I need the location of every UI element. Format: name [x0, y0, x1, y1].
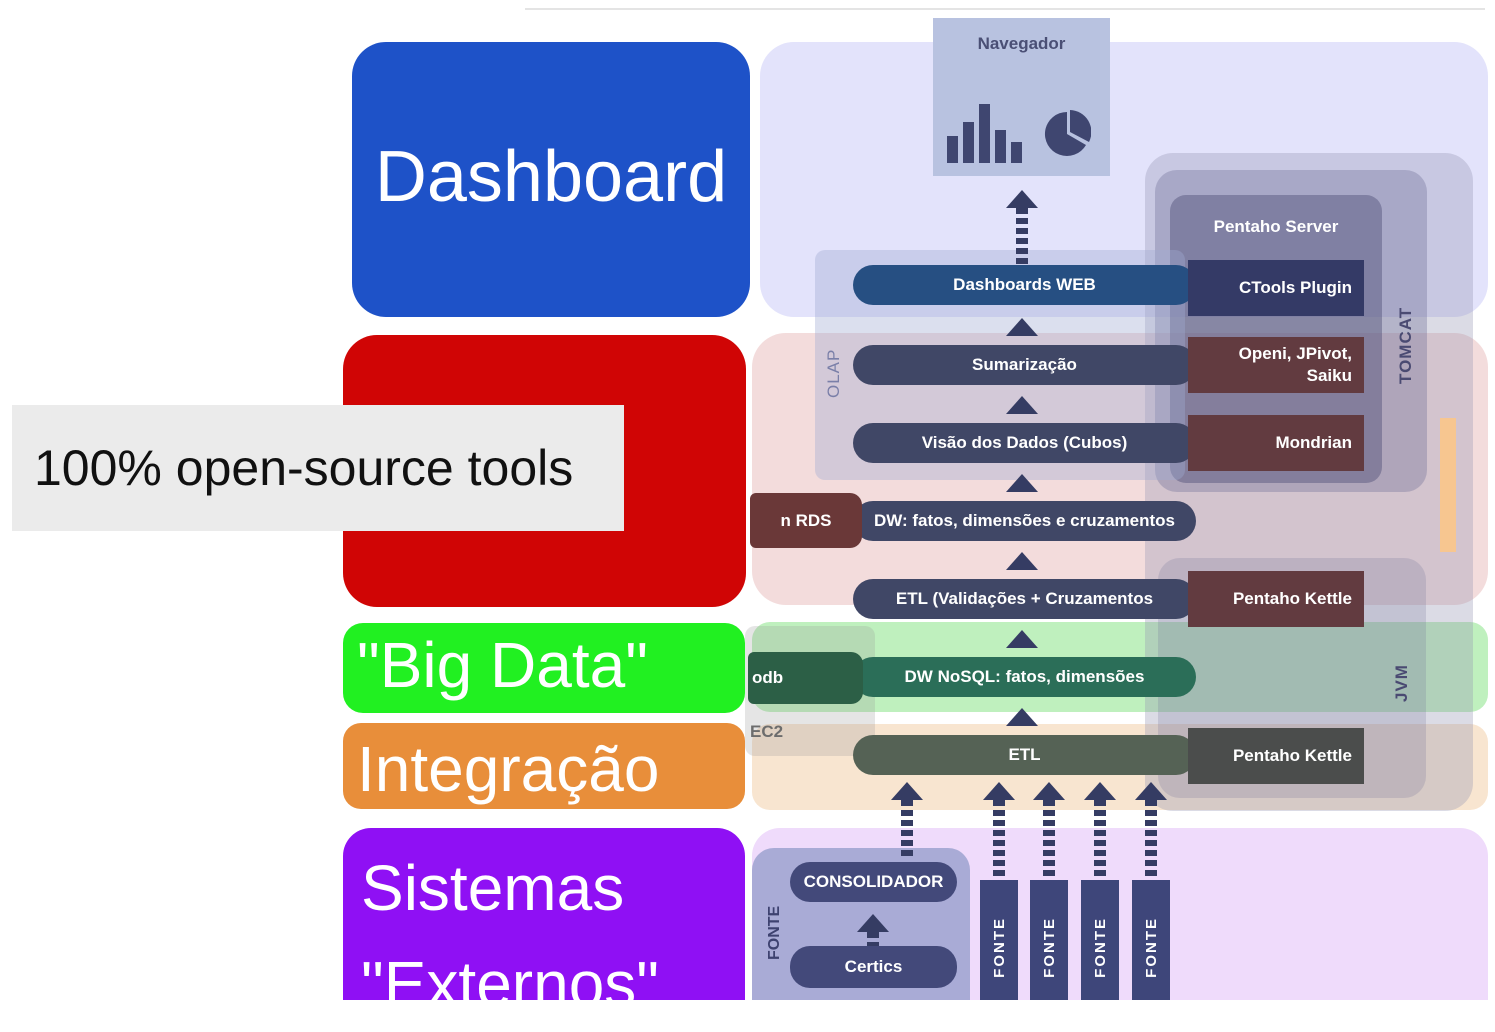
fonte-source-4: FONTE — [1132, 880, 1170, 1000]
pipeline-etl: ETL — [853, 735, 1196, 775]
fonte-group-label: FONTE — [766, 905, 783, 960]
layer-sistemas-line1: Sistemas — [361, 852, 625, 924]
fonte-source-2: FONTE — [1030, 880, 1068, 1000]
certics-node: Certics — [790, 946, 957, 988]
plugin-openi-line2: Saiku — [1306, 366, 1352, 385]
fonte-source-4-label: FONTE — [1142, 917, 1160, 978]
accent-strip — [1440, 418, 1456, 552]
pie-chart-icon — [1044, 110, 1091, 156]
fonte-source-1-label: FONTE — [990, 917, 1008, 978]
olap-label: OLAP — [824, 348, 843, 398]
plugin-ctools: CTools Plugin — [1188, 260, 1364, 316]
plugin-mondrian: Mondrian — [1188, 415, 1364, 471]
arrow-shaft — [901, 800, 913, 860]
fonte-source-3: FONTE — [1081, 880, 1119, 1000]
pipeline-etl-validacoes: ETL (Validações + Cruzamentos — [853, 579, 1196, 619]
layer-sistemas-line2: "Externos" — [361, 948, 659, 1020]
arrow-shaft — [867, 932, 879, 946]
plugin-kettle-1: Pentaho Kettle — [1188, 571, 1364, 627]
arrow-up-icon — [1084, 782, 1116, 800]
arrow-up-icon — [1006, 708, 1038, 726]
pipeline-dw-nosql: DW NoSQL: fatos, dimensões — [853, 657, 1196, 697]
nosql-store: odb — [748, 652, 863, 704]
jvm-label: JVM — [1392, 664, 1411, 702]
fonte-source-2-label: FONTE — [1040, 917, 1058, 978]
ec2-label: EC2 — [750, 722, 784, 741]
plugin-openi: Openi, JPivot, Saiku — [1188, 337, 1364, 393]
arrow-up-icon — [1006, 552, 1038, 570]
arrow-up-icon — [891, 782, 923, 800]
arrow-up-icon — [857, 914, 889, 932]
consolidador-node: CONSOLIDADOR — [790, 862, 957, 902]
layer-sistemas-externos: Sistemas "Externos" — [343, 828, 745, 1020]
rds-store: n RDS — [750, 493, 862, 548]
browser-title: Navegador — [977, 34, 1066, 53]
pipeline-visao-dados: Visão dos Dados (Cubos) — [853, 423, 1196, 463]
fonte-source-3-label: FONTE — [1091, 917, 1109, 978]
plugin-kettle-2: Pentaho Kettle — [1188, 728, 1364, 784]
top-divider — [525, 8, 1485, 10]
layer-dashboard: Dashboard — [352, 42, 750, 317]
tomcat-label: TOMCAT — [1396, 306, 1415, 384]
pipeline-dw: DW: fatos, dimensões e cruzamentos — [853, 501, 1196, 541]
bar-chart-icon — [947, 136, 958, 163]
arrow-shaft — [993, 800, 1005, 880]
arrow-up-icon — [1006, 630, 1038, 648]
bar-chart-icon-bar — [963, 122, 974, 163]
pipeline-dashboards-web: Dashboards WEB — [853, 265, 1196, 305]
bar-chart-icon-bar — [995, 130, 1006, 163]
arrow-up-icon — [1006, 474, 1038, 492]
arrow-up-icon — [1006, 190, 1038, 208]
arrow-shaft — [1016, 208, 1028, 264]
open-source-callout: 100% open-source tools — [12, 405, 624, 531]
arrow-up-icon — [1033, 782, 1065, 800]
arrow-shaft — [1145, 800, 1157, 880]
arrow-up-icon — [983, 782, 1015, 800]
arrow-up-icon — [1006, 396, 1038, 414]
pipeline-sumarizacao: Sumarização — [853, 345, 1196, 385]
layer-big-data: "Big Data" — [343, 623, 745, 713]
arrow-shaft — [1094, 800, 1106, 880]
bar-chart-icon-bar — [979, 104, 990, 163]
arrow-up-icon — [1135, 782, 1167, 800]
arrow-up-icon — [1006, 318, 1038, 336]
arrow-shaft — [1043, 800, 1055, 880]
plugin-openi-line1: Openi, JPivot, — [1238, 344, 1352, 363]
layer-integracao: Integração — [343, 723, 745, 809]
fonte-source-1: FONTE — [980, 880, 1018, 1000]
pentaho-server-label: Pentaho Server — [1213, 217, 1339, 236]
bar-chart-icon-bar — [1011, 142, 1022, 163]
